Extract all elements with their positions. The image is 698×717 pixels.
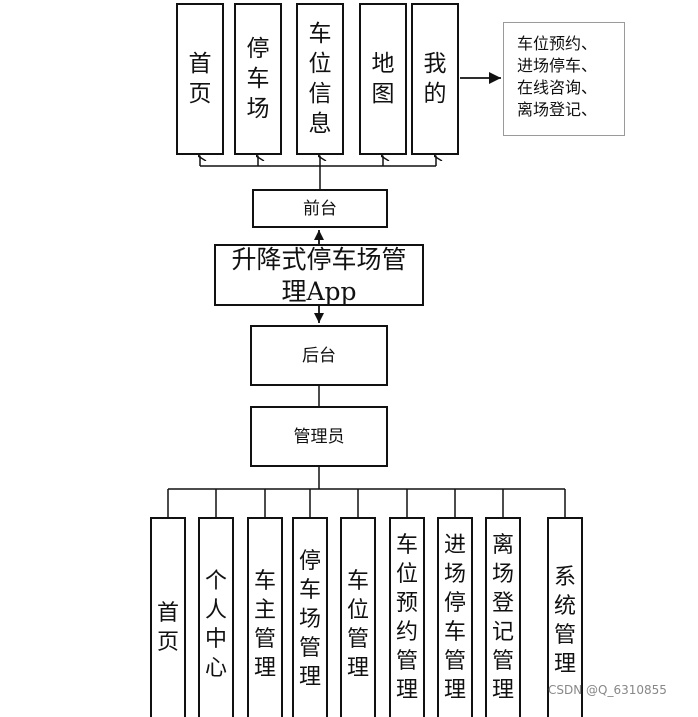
note-line: 离场登记、 xyxy=(517,100,598,119)
top-module-label: 地图 xyxy=(371,51,395,107)
bottom-module-label: 进场停车管理 xyxy=(443,533,466,703)
top-module-map: 地图 xyxy=(359,3,407,155)
watermark: CSDN @Q_6310855 xyxy=(548,683,667,697)
bottom-branches xyxy=(167,489,566,517)
admin-label: 管理员 xyxy=(293,427,345,447)
mine-features-note: 车位预约、 进场停车、 在线咨询、 离场登记、 xyxy=(503,22,625,136)
bottom-module-label: 车主管理 xyxy=(253,569,276,681)
top-module-mine: 我的 xyxy=(411,3,459,155)
note-line: 在线咨询、 xyxy=(517,78,598,97)
top-module-label: 车位信息 xyxy=(308,21,332,137)
bottom-module-label: 离场登记管理 xyxy=(491,533,514,703)
bottom-module-owner-mgmt: 车主管理 xyxy=(247,517,283,717)
bottom-module-personal-center: 个人中心 xyxy=(198,517,234,717)
top-module-home: 首页 xyxy=(176,3,224,155)
admin-box: 管理员 xyxy=(250,406,388,467)
top-module-spot-info: 车位信息 xyxy=(296,3,344,155)
bottom-module-label: 车位预约管理 xyxy=(395,533,418,703)
bottom-module-reservation-mgmt: 车位预约管理 xyxy=(389,517,425,717)
bottom-module-spot-mgmt: 车位管理 xyxy=(340,517,376,717)
bottom-module-label: 停车场管理 xyxy=(298,549,321,690)
bottom-module-exit-mgmt: 离场登记管理 xyxy=(485,517,521,717)
backend-label: 后台 xyxy=(302,346,336,366)
bottom-module-home: 首页 xyxy=(150,517,186,717)
top-module-label: 停车场 xyxy=(246,36,270,122)
note-line: 车位预约、 xyxy=(517,34,598,53)
bottom-module-parking-mgmt: 停车场管理 xyxy=(292,517,328,717)
bottom-module-label: 车位管理 xyxy=(346,569,369,681)
bottom-module-label: 首页 xyxy=(156,601,179,655)
app-box: 升降式停车场管理App xyxy=(214,244,424,306)
frontend-label: 前台 xyxy=(303,199,337,219)
frontend-box: 前台 xyxy=(252,189,388,228)
bottom-module-label: 个人中心 xyxy=(204,569,227,681)
bottom-module-label: 系统管理 xyxy=(553,565,576,677)
top-module-parking: 停车场 xyxy=(234,3,282,155)
backend-box: 后台 xyxy=(250,325,388,386)
bottom-module-entry-mgmt: 进场停车管理 xyxy=(437,517,473,717)
app-title: 升降式停车场管理App xyxy=(231,245,407,306)
bottom-module-system-mgmt: 系统管理 xyxy=(547,517,583,717)
note-line: 进场停车、 xyxy=(517,56,598,75)
top-module-label: 我的 xyxy=(423,51,447,107)
top-module-label: 首页 xyxy=(188,51,212,107)
